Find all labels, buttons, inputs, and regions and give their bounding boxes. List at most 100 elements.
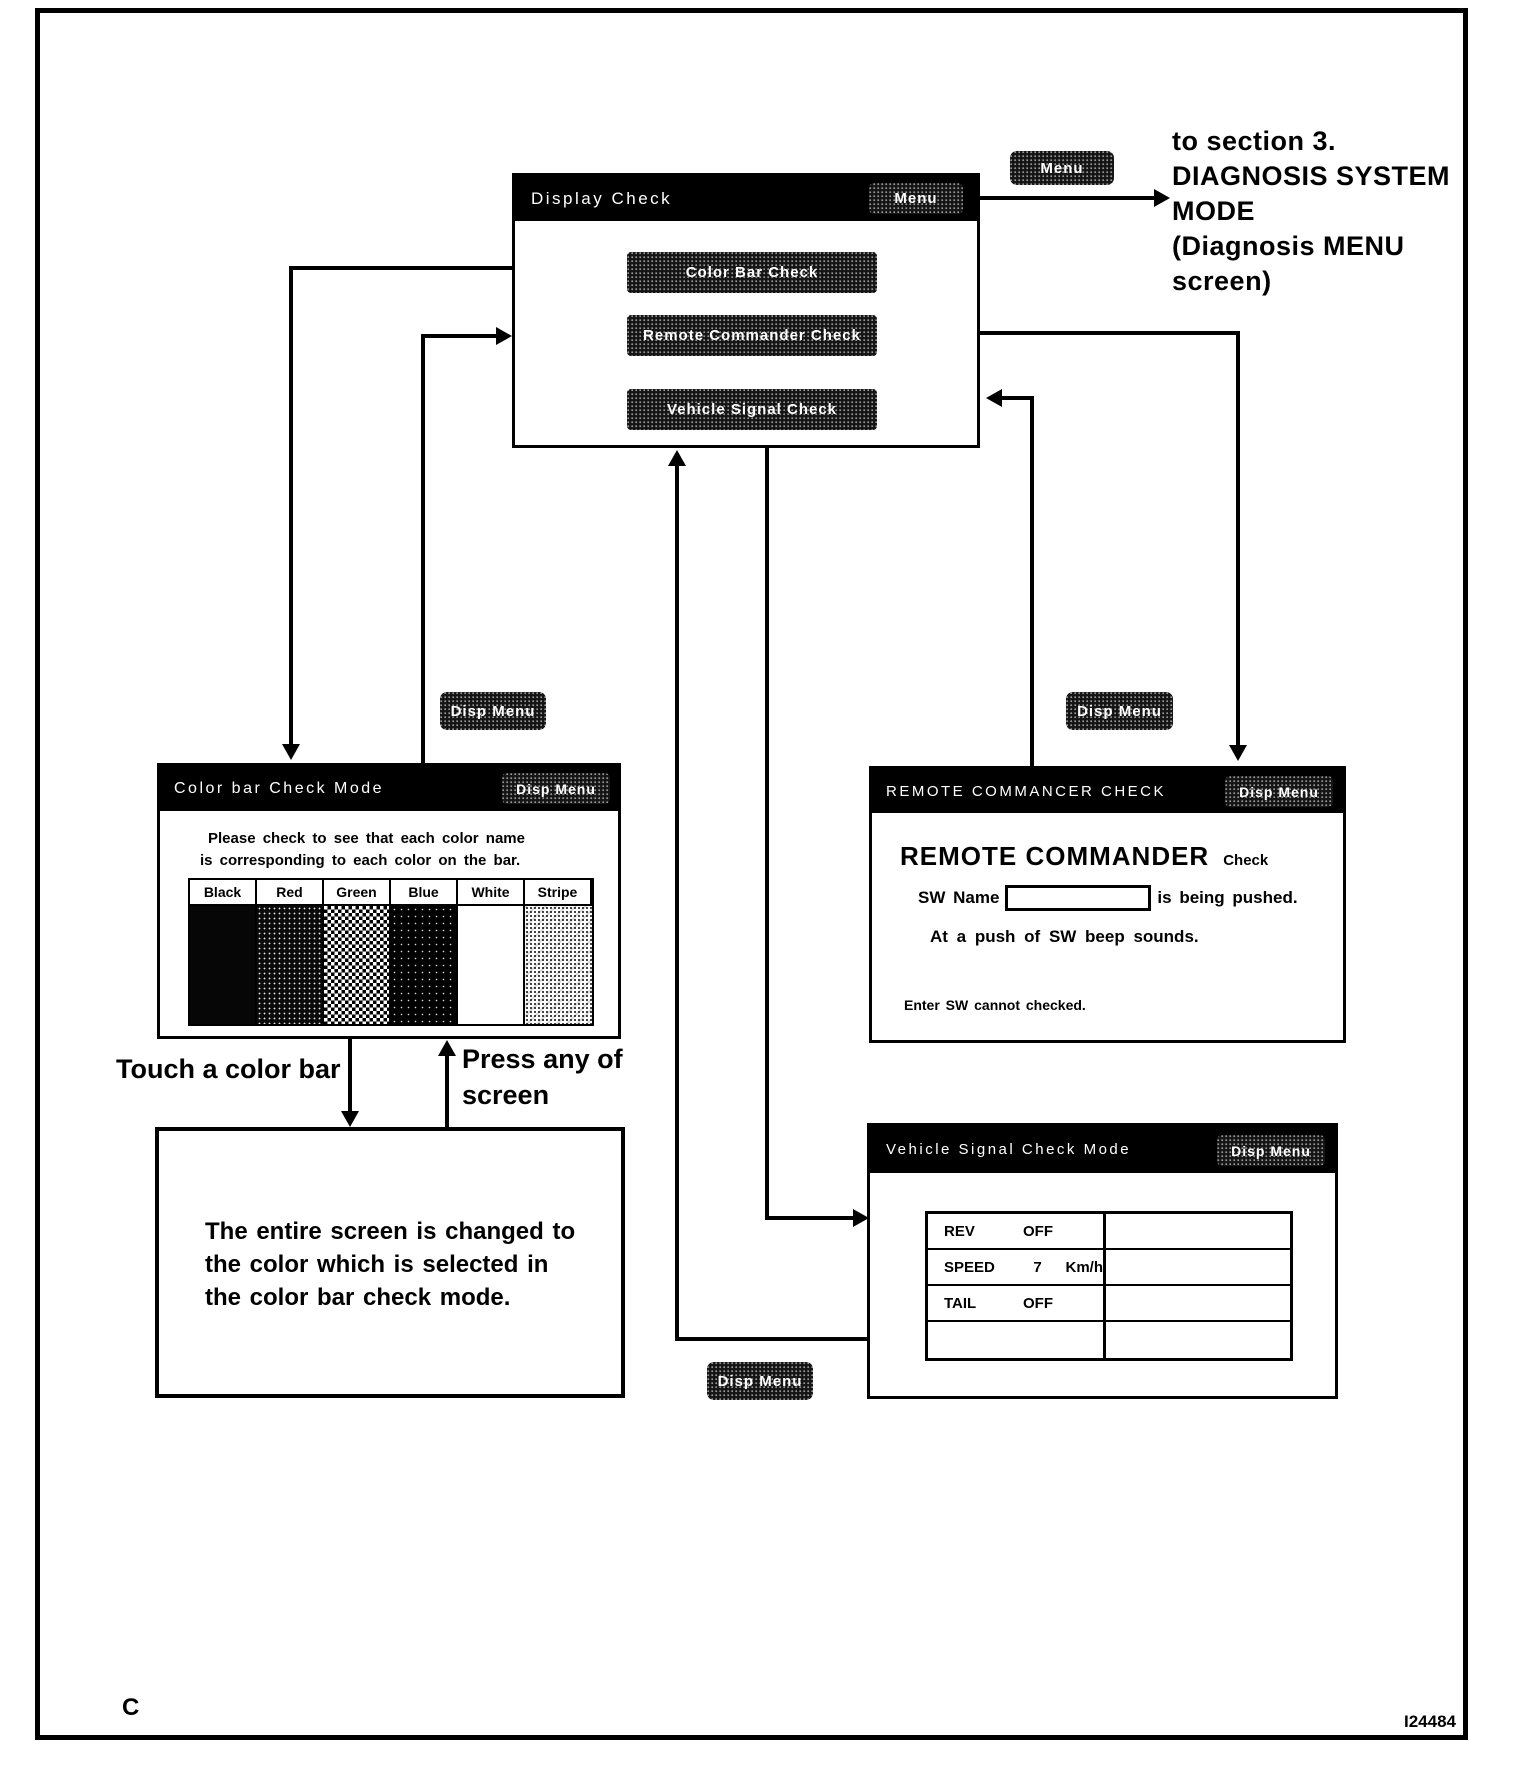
vehicle-signal-title: Vehicle Signal Check Mode (886, 1141, 1132, 1158)
color-swatch-green[interactable] (324, 906, 391, 1024)
signal-value: OFF (1023, 1294, 1053, 1312)
empty-cell (1106, 1286, 1290, 1320)
signal-label: TAIL (944, 1294, 977, 1312)
touch-color-bar-label: Touch a color bar (116, 1054, 341, 1084)
display-check-screen: Display Check Menu Color Bar Check Remot… (512, 173, 980, 448)
signal-cell: REV OFF (928, 1214, 1106, 1248)
arrow-left-into-display-check (986, 389, 1002, 407)
color-bar-instruction-line2: is corresponding to each color on the ba… (200, 852, 521, 869)
sw-name-field[interactable] (1005, 885, 1152, 911)
connector-colorbar-v (289, 266, 293, 748)
signal-label: SPEED (944, 1258, 995, 1276)
color-bar-check-screen: Color bar Check Mode Disp Menu Please ch… (157, 763, 621, 1039)
table-row (928, 1322, 1290, 1358)
press-any-label-line2: screen (462, 1080, 550, 1110)
sw-name-line: SW Name is being pushed. (918, 885, 1298, 911)
figure-id: I24484 (1404, 1712, 1456, 1731)
remote-commander-heading-note: Check (1223, 852, 1269, 869)
remote-commander-screen: REMOTE COMMANCER CHECK Disp Menu REMOTE … (869, 766, 1346, 1043)
connector-colorbar-h (289, 266, 627, 270)
note-line: MODE (1172, 196, 1255, 226)
arrow-down-into-entire-box (341, 1111, 359, 1127)
connector-vehicle-v (765, 431, 769, 1220)
connector-vehicle-h (765, 1216, 853, 1220)
color-name-green: Green (324, 880, 391, 906)
arrow-up-into-colorbar-screen (438, 1040, 456, 1056)
color-name-white: White (458, 880, 525, 906)
connector-vehicle-return-v (675, 458, 679, 1341)
entire-screen-line: the color bar check mode. (205, 1284, 511, 1311)
connector-remote-v (1236, 331, 1240, 745)
color-swatch-red[interactable] (257, 906, 324, 1024)
empty-cell (1106, 1250, 1290, 1284)
display-check-titlebar: Display Check Menu (515, 176, 977, 221)
disp-menu-float-button-right[interactable]: Disp Menu (1066, 692, 1173, 730)
color-swatch-stripe[interactable] (525, 906, 592, 1024)
color-swatch-black[interactable] (190, 906, 257, 1024)
entire-screen-text: The entire screen is changed to the colo… (205, 1215, 575, 1314)
signal-label: REV (944, 1222, 975, 1240)
menu-float-button[interactable]: Menu (1010, 151, 1114, 185)
signal-unit: Km/h (1065, 1258, 1104, 1276)
empty-cell (1106, 1214, 1290, 1248)
disp-menu-button[interactable]: Disp Menu (1217, 1135, 1325, 1166)
arrow-down-into-remote-screen (1229, 745, 1247, 761)
connector-remote-h (872, 331, 1238, 335)
color-name-blue: Blue (391, 880, 458, 906)
vehicle-signal-screen: Vehicle Signal Check Mode Disp Menu REV … (867, 1123, 1338, 1399)
connector-remote-return-v (1030, 396, 1034, 766)
entire-screen-line: the color which is selected in (205, 1251, 549, 1278)
arrow-right-into-display-check (496, 327, 512, 345)
disp-menu-float-button-bottom[interactable]: Disp Menu (707, 1362, 813, 1400)
disp-menu-float-button-left[interactable]: Disp Menu (440, 692, 546, 730)
color-bar-title: Color bar Check Mode (174, 779, 385, 797)
connector-menu-h (978, 196, 1154, 200)
connector-press-v (445, 1056, 449, 1127)
color-swatch-white[interactable] (458, 906, 525, 1024)
color-name-stripe: Stripe (525, 880, 592, 906)
note-line: (Diagnosis MENU (1172, 231, 1405, 261)
signal-cell: SPEED 7 Km/h (928, 1250, 1106, 1284)
figure-corner-label: C (122, 1694, 140, 1721)
to-section-note: to section 3. DIAGNOSIS SYSTEM MODE (Dia… (1172, 124, 1450, 299)
signal-cell (928, 1322, 1106, 1358)
figure-border (35, 8, 1468, 1740)
arrow-right-to-section-note (1154, 189, 1170, 207)
menu-button[interactable]: Menu (869, 183, 963, 214)
enter-sw-footnote: Enter SW cannot checked. (904, 997, 1086, 1013)
table-row: SPEED 7 Km/h (928, 1250, 1290, 1286)
signal-value: OFF (1023, 1222, 1053, 1240)
table-row: TAIL OFF (928, 1286, 1290, 1322)
note-line: DIAGNOSIS SYSTEM (1172, 161, 1451, 191)
entire-screen-box: The entire screen is changed to the colo… (155, 1127, 625, 1398)
sw-pushed-text: is being pushed. (1157, 888, 1298, 907)
disp-menu-button[interactable]: Disp Menu (1225, 776, 1333, 807)
remote-commander-check-button[interactable]: Remote Commander Check (627, 315, 877, 356)
color-swatch-blue[interactable] (391, 906, 458, 1024)
empty-cell (1106, 1322, 1290, 1358)
arrow-down-into-colorbar-screen (282, 744, 300, 760)
table-row: REV OFF (928, 1214, 1290, 1250)
connector-colorbar-return-h (421, 334, 503, 338)
remote-commander-heading-main: REMOTE COMMANDER (900, 841, 1210, 871)
vehicle-signal-check-button[interactable]: Vehicle Signal Check (627, 389, 877, 430)
color-bar-check-button[interactable]: Color Bar Check (627, 252, 877, 293)
note-line: to section 3. (1172, 126, 1337, 156)
display-check-title: Display Check (531, 188, 673, 208)
arrow-right-into-vehicle-screen (853, 1209, 869, 1227)
signal-cell: TAIL OFF (928, 1286, 1106, 1320)
color-bar-instruction-line1: Please check to see that each color name (208, 830, 525, 847)
connector-remote-return-h (994, 396, 1034, 400)
color-bar-table: Black Red Green Blue White Stripe (188, 878, 594, 1026)
disp-menu-button[interactable]: Disp Menu (502, 773, 610, 804)
press-any-label-line1: Press any of (462, 1044, 623, 1074)
color-name-black: Black (190, 880, 257, 906)
connector-vehicle-return-h (675, 1337, 867, 1341)
connector-colorbar-return-v (421, 334, 425, 763)
note-line: screen) (1172, 266, 1272, 296)
arrow-up-into-display-check (668, 450, 686, 466)
beep-text: At a push of SW beep sounds. (930, 927, 1199, 946)
sw-name-label: SW Name (918, 888, 1000, 907)
connector-touch-v (348, 1038, 352, 1111)
